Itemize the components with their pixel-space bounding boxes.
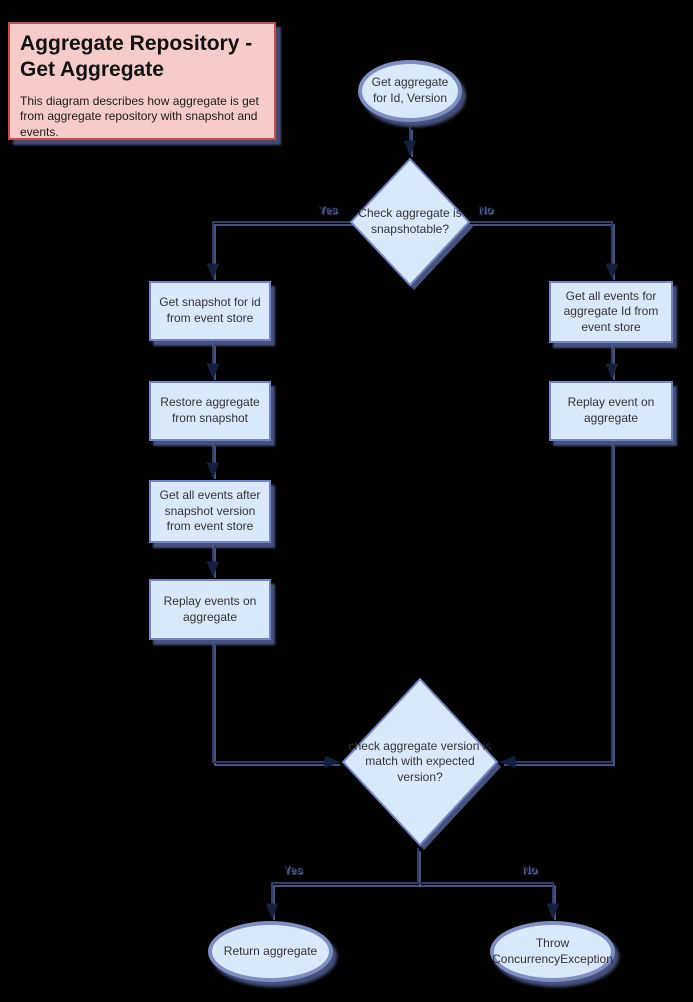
diagram-description: This diagram describes how aggregate is … (20, 93, 259, 139)
node-get-snapshot: Get snapshot for id from event store (149, 281, 271, 341)
diamond-shape (349, 157, 473, 290)
edge-label-version-yes: Yes (283, 864, 302, 876)
edge-lines (206, 127, 619, 920)
node-replay-events: Replay events on aggregate (149, 579, 271, 640)
edge-label-snapshotable-no: No (478, 204, 493, 216)
edge-shadows (214, 130, 615, 920)
node-check-snapshotable-label: Check aggregate is snapshotable? (358, 206, 462, 236)
node-throw-exception: Throw ConcurrencyException (490, 921, 615, 982)
node-get-events-after-snapshot: Get all events after snapshot version fr… (149, 480, 271, 543)
node-return-aggregate-label: Return aggregate (223, 943, 318, 958)
edge-replay-event-to-check-version (499, 443, 613, 769)
node-replay-event: Replay event on aggregate (549, 381, 673, 441)
node-get-all-events: Get all events for aggregate Id from eve… (549, 281, 673, 343)
node-return-aggregate: Return aggregate (208, 921, 333, 982)
edge-version-no (418, 882, 560, 920)
node-start-label: Get aggregate for Id, Version (371, 75, 449, 105)
edge-label-snapshotable-yes: Yes (318, 204, 337, 216)
diamond-shape (341, 677, 501, 850)
node-restore-aggregate: Restore aggregate from snapshot (149, 381, 271, 441)
edge-version-yes (265, 848, 419, 920)
node-start: Get aggregate for Id, Version (358, 60, 462, 122)
edge-replay-events-to-check-version (212, 642, 341, 769)
node-check-version-label: check aggregate version is match with ex… (348, 738, 492, 784)
node-get-all-events-label: Get all events for aggregate Id from eve… (563, 288, 659, 334)
diagram-title: Aggregate Repository - Get Aggregate (20, 32, 253, 82)
edge-label-version-no: No (522, 864, 537, 876)
node-check-snapshotable: Check aggregate is snapshotable? (349, 157, 473, 290)
node-get-snapshot-label: Get snapshot for id from event store (159, 295, 261, 325)
node-restore-aggregate-label: Restore aggregate from snapshot (160, 395, 260, 425)
edge-snapshotable-no (468, 221, 619, 280)
node-replay-event-label: Replay event on aggregate (567, 395, 655, 425)
edge-snapshotable-yes (206, 221, 352, 280)
node-get-events-after-snapshot-label: Get all events after snapshot version fr… (159, 488, 261, 534)
node-replay-events-label: Replay events on aggregate (163, 593, 257, 624)
diagram-title-box: Aggregate Repository - Get Aggregate Thi… (8, 22, 276, 140)
node-check-version: check aggregate version is match with ex… (341, 677, 501, 850)
node-throw-exception-label: Throw ConcurrencyException (492, 935, 613, 966)
